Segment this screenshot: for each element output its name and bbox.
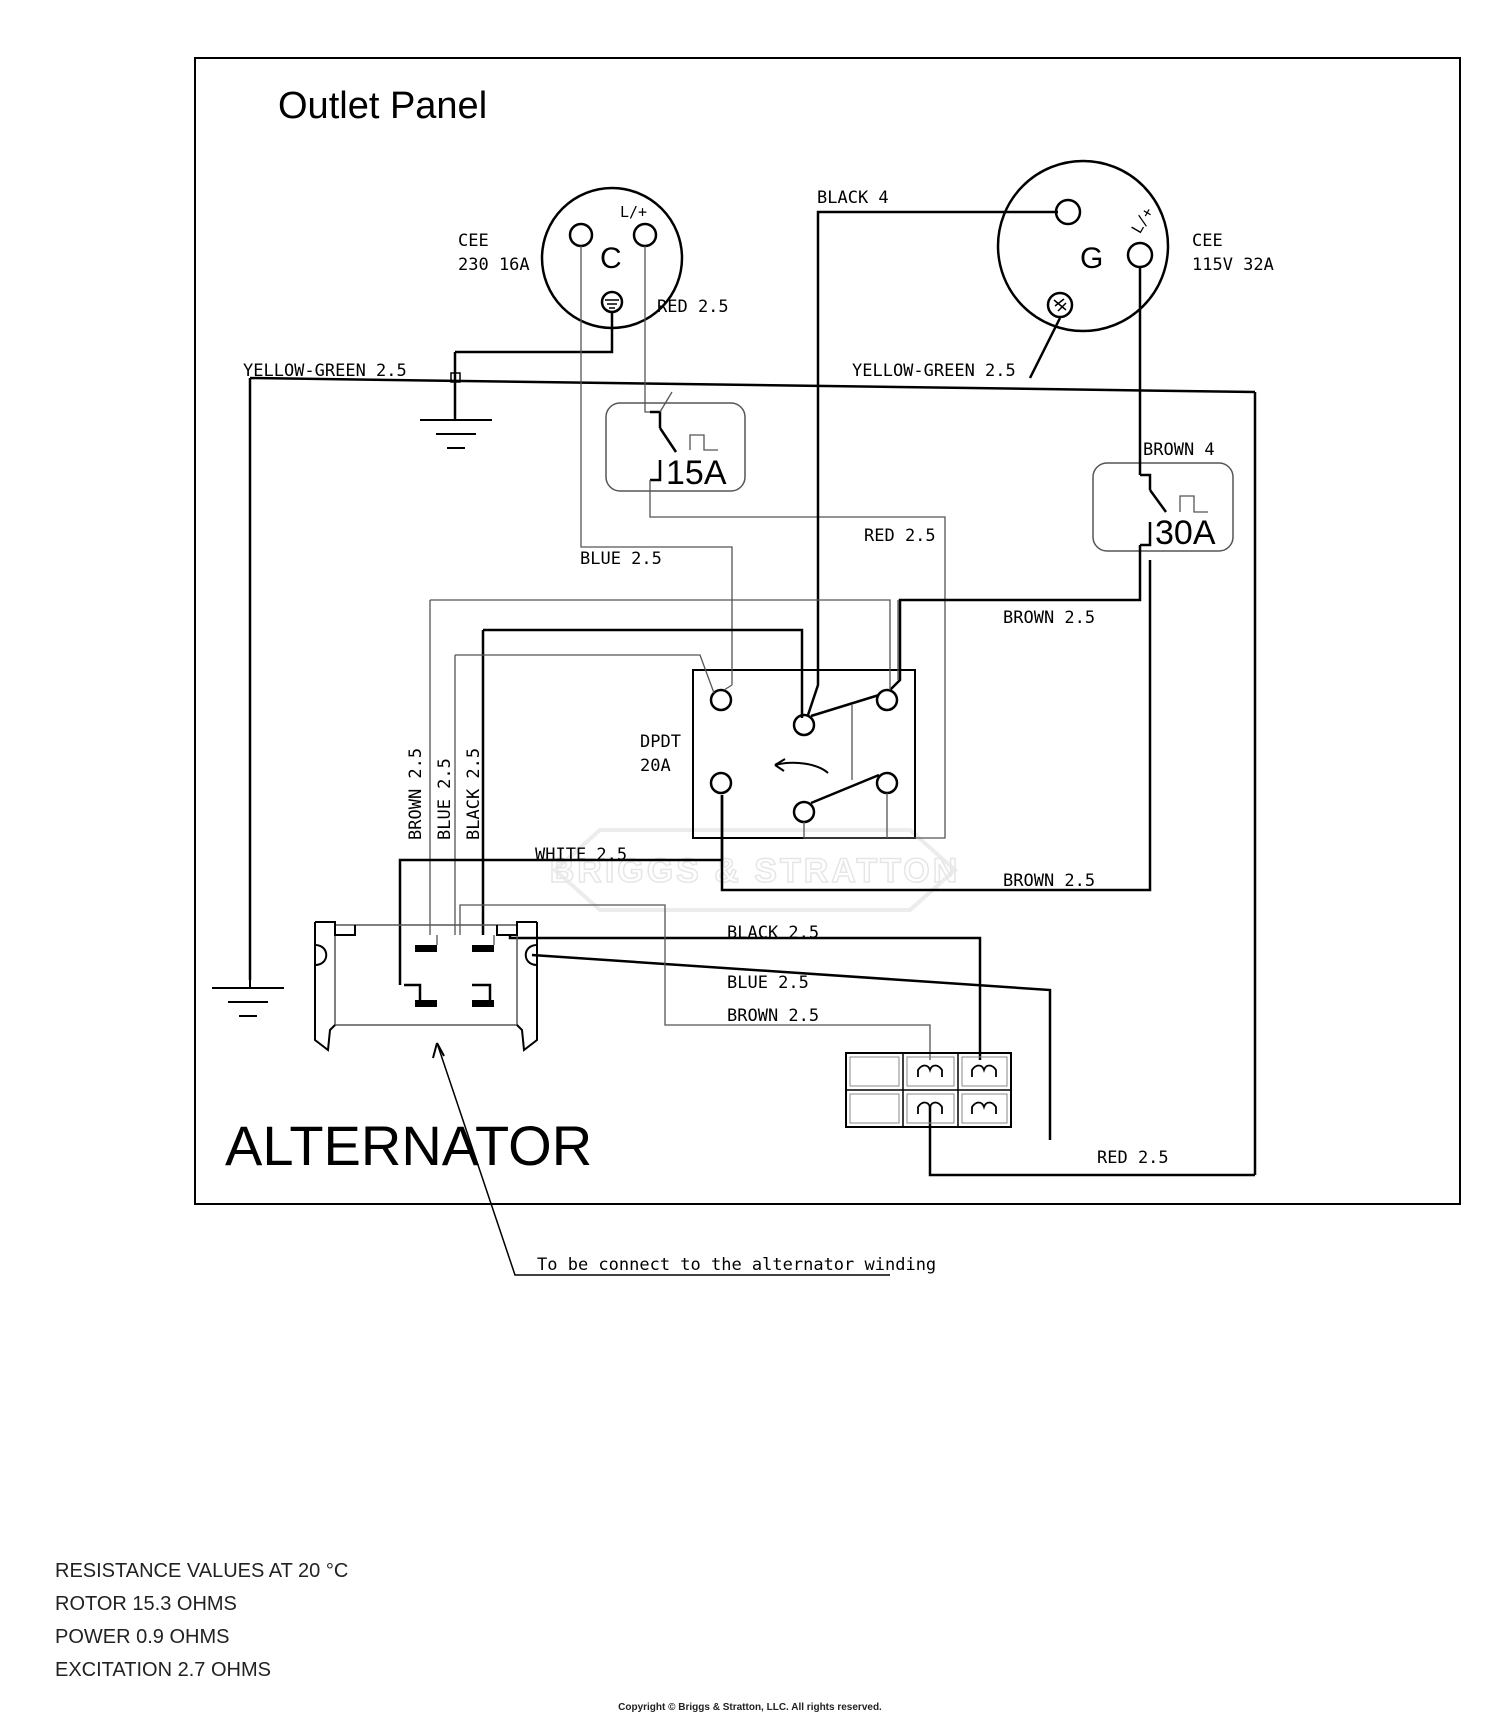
breaker-30a-label: 30A	[1155, 514, 1216, 552]
outlet-left-rating: 230 16A	[458, 255, 530, 275]
dpdt-switch	[692, 669, 916, 839]
outlet-right-rating: 115V 32A	[1192, 255, 1274, 275]
watermark: BRIGGS & STRATTON	[549, 828, 961, 912]
ground-symbol-left	[212, 980, 284, 1017]
outlet-left-live-pin	[632, 222, 658, 248]
resistance-rotor: ROTOR 15.3 OHMS	[55, 1593, 237, 1615]
outlet-right-pin-label: L/+	[1128, 204, 1157, 236]
label-black-vert: BLACK 2.5	[464, 748, 484, 840]
breaker-15a: 15A	[605, 402, 746, 492]
outlet-right-neutral-pin	[1054, 198, 1082, 226]
switch-rotation-arrow	[774, 761, 829, 774]
ground-icon	[605, 299, 619, 309]
outlet-left-neutral-pin	[568, 222, 594, 248]
outlet-left-type: CEE	[458, 231, 489, 251]
label-blue-bottom: BLUE 2.5	[727, 973, 809, 993]
copyright-notice: Copyright © Briggs & Stratton, LLC. All …	[618, 1702, 882, 1713]
resistance-notes: RESISTANCE VALUES AT 20 °C ROTOR 15.3 OH…	[55, 1555, 655, 1687]
outlet-cee-115: G L/+	[996, 159, 1170, 333]
ground-icon	[1053, 298, 1067, 312]
outlet-right-live-pin	[1126, 241, 1154, 269]
breaker-30a: 30A	[1092, 462, 1234, 552]
ground-symbol-top	[420, 419, 492, 449]
output-connector	[845, 1052, 1012, 1128]
label-brown-4: BROWN 4	[1143, 440, 1215, 460]
label-brown-lower: BROWN 2.5	[1003, 871, 1095, 891]
label-brown-bottom: BROWN 2.5	[727, 1006, 819, 1026]
label-red-bottom: RED 2.5	[1097, 1148, 1169, 1168]
resistance-excitation: EXCITATION 2.7 OHMS	[55, 1659, 271, 1681]
label-blue-mid: BLUE 2.5	[580, 549, 662, 569]
label-yellow-green-right: YELLOW-GREEN 2.5	[852, 361, 1016, 381]
resistance-heading: RESISTANCE VALUES AT 20 °C	[55, 1560, 349, 1582]
outlet-left-glyph: C	[600, 242, 622, 275]
annotation-text: To be connect to the alternator winding	[537, 1255, 936, 1275]
annotation-arrow	[432, 1042, 890, 1276]
switch-rating: 20A	[640, 756, 671, 776]
breaker-15a-label: 15A	[666, 454, 727, 492]
outlet-right-type: CEE	[1192, 231, 1223, 251]
panel-title: Outlet Panel	[278, 85, 487, 127]
wiring	[398, 210, 1255, 1177]
watermark-text: BRIGGS & STRATTON	[550, 852, 961, 890]
outlet-left-ground-pin	[600, 290, 624, 314]
label-yellow-green-left: YELLOW-GREEN 2.5	[243, 361, 407, 381]
outlet-right-ground-pin	[1046, 291, 1074, 319]
label-red-mid: RED 2.5	[864, 526, 936, 546]
switch-type: DPDT	[640, 732, 681, 752]
label-black-4: BLACK 4	[817, 188, 889, 208]
outlet-left-pin-label: L/+	[620, 203, 647, 221]
label-brown-right: BROWN 2.5	[1003, 608, 1095, 628]
alternator-terminal-block	[314, 921, 538, 1052]
ground-bus	[248, 312, 1257, 1175]
label-brown-vert: BROWN 2.5	[406, 748, 426, 840]
outlet-right-glyph: G	[1080, 242, 1103, 275]
alternator-title: ALTERNATOR	[225, 1114, 592, 1177]
label-red-top: RED 2.5	[657, 297, 729, 317]
resistance-power: POWER 0.9 OHMS	[55, 1626, 230, 1648]
panel-frame	[194, 57, 1461, 1205]
label-white: WHITE 2.5	[535, 845, 627, 865]
label-black-bottom: BLACK 2.5	[727, 923, 819, 943]
label-blue-vert: BLUE 2.5	[435, 758, 455, 840]
